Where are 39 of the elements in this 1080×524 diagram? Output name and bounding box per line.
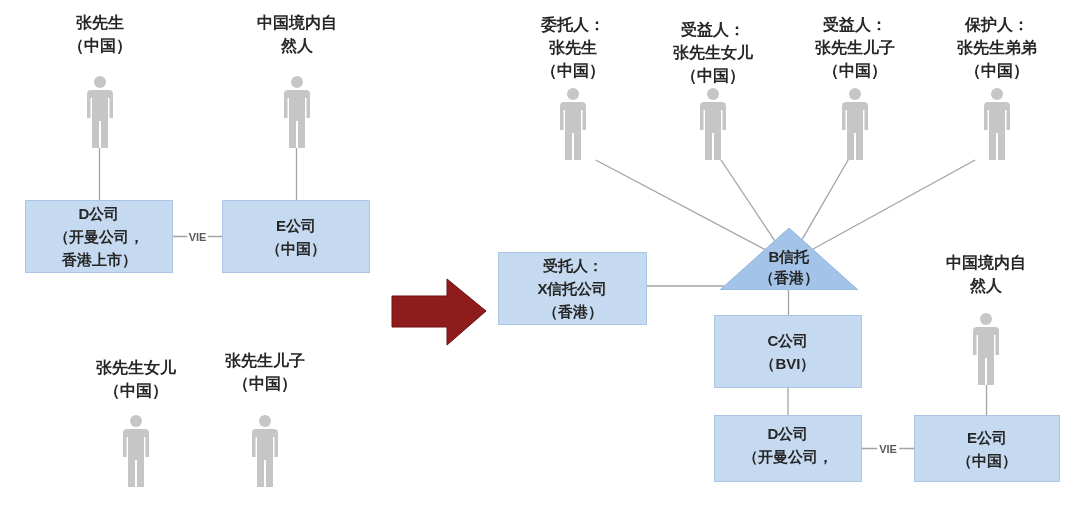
person-label: （中国） [822, 61, 888, 81]
person-label: 张先生儿子 [224, 351, 306, 371]
connector-line [98, 147, 101, 201]
person-label: 张先生 [548, 38, 598, 58]
company-box: D公司 （开曼公司， [714, 415, 862, 482]
connector-line [787, 289, 790, 316]
person-label: 中国境内自然人 [256, 13, 338, 56]
connector-line [787, 387, 789, 416]
connector-line [720, 159, 776, 242]
person-label: 保护人： [963, 15, 1030, 35]
company-box: C公司 （BVI） [714, 315, 862, 388]
edge-label: VIE [186, 230, 209, 243]
person-label: 委托人： [540, 15, 606, 35]
connector-line [595, 159, 766, 251]
person-label: 张先生女儿 [95, 358, 177, 378]
company-box: E公司 （中国） [914, 415, 1060, 482]
person-label: 张先生弟弟 [956, 38, 1038, 58]
person-label: （中国） [964, 61, 1030, 81]
person-label: 张先生 [75, 13, 125, 33]
person-label: （中国） [680, 66, 746, 86]
connector-line [985, 384, 988, 416]
edge-label: VIE [877, 442, 899, 455]
person-label: 受益人： [680, 20, 746, 40]
person-label: （中国） [540, 61, 606, 81]
connector-line [295, 147, 298, 201]
trust-triangle: B信托 （香港） [720, 228, 858, 290]
person-label: 张先生女儿 [672, 43, 754, 63]
connector-line [811, 159, 976, 250]
connector-line [801, 159, 849, 241]
person-label: （中国） [67, 36, 133, 56]
company-box: 受托人： X信托公司 （香港） [498, 252, 647, 325]
company-box: D公司 （开曼公司，香港上市） [25, 200, 173, 273]
person-label: （中国） [232, 374, 298, 394]
connector-line [646, 285, 726, 287]
person-label: 中国境内自然人 [945, 253, 1027, 296]
person-label: 受益人： [822, 15, 888, 35]
person-label: （中国） [103, 381, 169, 401]
company-box: E公司 （中国） [222, 200, 370, 273]
person-label: 张先生儿子 [814, 38, 896, 58]
